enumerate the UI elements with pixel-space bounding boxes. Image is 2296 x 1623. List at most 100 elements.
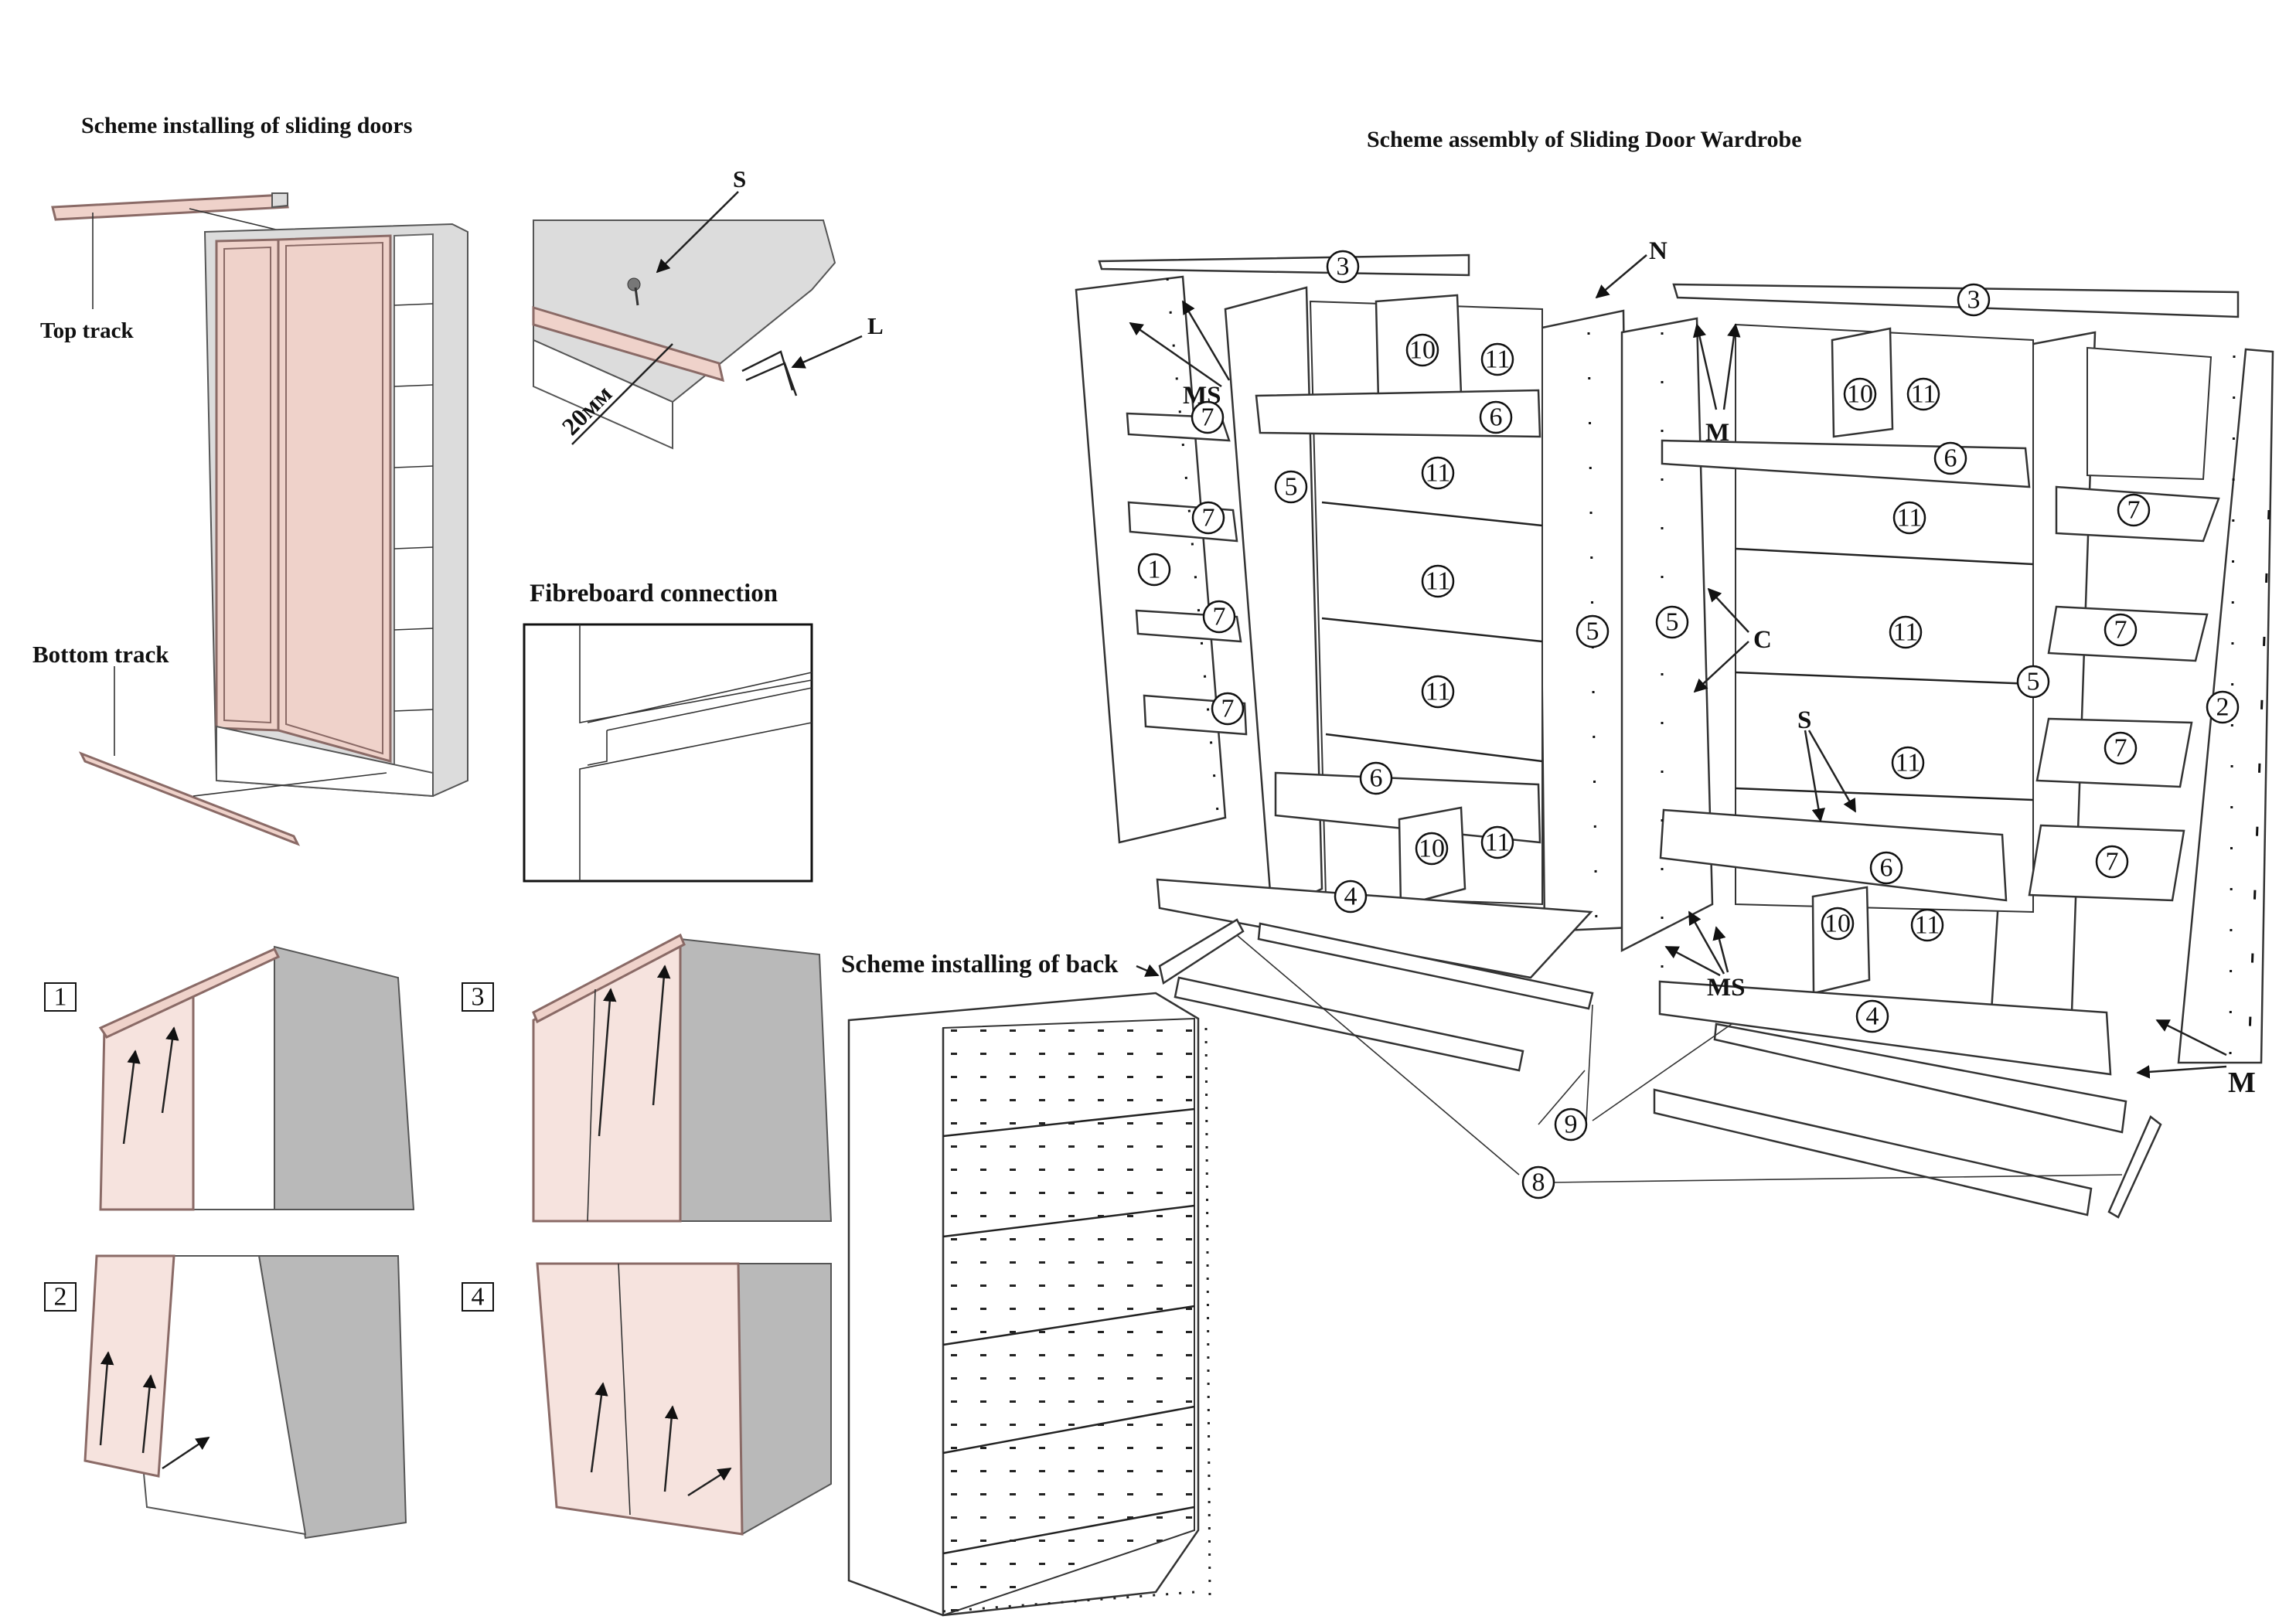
fastener-row	[1166, 277, 1219, 812]
part-6-callout: 6	[1359, 761, 1393, 795]
part-2-callout: 2	[2206, 690, 2240, 724]
part-3-callout: 3	[1957, 283, 1991, 317]
part-5-callout: 5	[1576, 614, 1610, 648]
stopper-part	[741, 350, 794, 391]
svg-text:6: 6	[1944, 444, 1957, 473]
part-11-callout: 11	[1910, 908, 1944, 942]
n-arrow	[1595, 254, 1647, 299]
part-8-callout: 8	[1521, 1165, 1555, 1199]
leader-9	[1586, 1004, 1593, 1121]
side-panel-5	[1224, 286, 1323, 914]
svg-text:1: 1	[1148, 556, 1161, 584]
step-1: 1	[44, 945, 415, 1211]
plinth-bar-9	[1257, 922, 1594, 1010]
part-5-callout: 5	[1274, 470, 1308, 504]
lift-arrow	[590, 1382, 608, 1473]
step-door	[83, 1254, 175, 1478]
assembly-scheme: N MS M C S MS M	[1075, 237, 2274, 1219]
lift-arrow	[99, 1351, 114, 1446]
s-label: S	[1797, 706, 1811, 734]
screw-arrow	[656, 191, 739, 274]
ms-arrow	[1129, 322, 1222, 388]
back-seam	[942, 1305, 1195, 1346]
part-7-callout: 7	[2117, 493, 2151, 527]
back-scheme	[847, 964, 1211, 1617]
door-left	[215, 238, 280, 732]
svg-text:11: 11	[1485, 829, 1511, 857]
step-3: 3	[462, 933, 833, 1223]
track-detail: S L 20мм	[532, 165, 884, 450]
svg-text:11: 11	[1893, 618, 1919, 647]
title-fibreboard: Fibreboard connection	[530, 580, 778, 607]
stopper-arrow	[791, 335, 863, 369]
c-arrow	[1707, 587, 1749, 633]
svg-text:6: 6	[1490, 403, 1503, 432]
bottom-track-rail	[78, 751, 301, 846]
step-door	[536, 1262, 744, 1536]
shelf-6-bottom-right	[1659, 808, 2008, 902]
svg-text:3: 3	[1967, 286, 1981, 315]
svg-text:7: 7	[2114, 616, 2127, 645]
part-11-callout: 11	[1906, 377, 1940, 411]
wardrobe-plinth	[216, 725, 434, 798]
back-seam	[1321, 501, 1543, 527]
part-callouts: 1 2 3 3 4 4 5 5 5 5 6 6 6 6 7 7 7 7 7 7 …	[1137, 250, 2240, 1199]
shelf-line	[393, 465, 434, 468]
svg-text:7: 7	[1201, 403, 1214, 432]
svg-text:10: 10	[1847, 380, 1873, 409]
svg-text:6: 6	[1880, 854, 1893, 883]
back-seam	[1735, 787, 2034, 801]
step-side-panel	[265, 945, 415, 1210]
svg-text:5: 5	[1666, 608, 1679, 637]
plinth-bar-8-right	[1653, 1088, 2093, 1216]
svg-text:10: 10	[1409, 336, 1436, 365]
part-7-callout: 7	[1191, 501, 1225, 535]
svg-text:7: 7	[2127, 496, 2141, 525]
wardrobe-open-section	[393, 233, 434, 778]
screw-label: S	[733, 165, 746, 192]
shelf-line	[393, 709, 434, 712]
step-2: 2	[44, 1254, 407, 1540]
part-7-callout: 7	[1191, 400, 1225, 434]
part-11-callout: 11	[1480, 342, 1514, 376]
shelf-line	[393, 384, 434, 387]
m-label-bottom: M	[2228, 1067, 2256, 1099]
dimension-line	[571, 343, 673, 445]
part-6-callout: 6	[1933, 441, 1967, 475]
part-11-callout: 11	[1891, 746, 1925, 780]
lift-arrow	[141, 1374, 157, 1454]
part-11-callout: 11	[1421, 564, 1455, 598]
top-track-label: Top track	[40, 318, 134, 343]
svg-text:5: 5	[1285, 473, 1298, 502]
door-join	[587, 988, 596, 1222]
bottom-panel-4-right	[1658, 980, 2112, 1076]
title-assembly: Scheme assembly of Sliding Door Wardrobe	[1367, 127, 1802, 152]
screw-shank	[634, 287, 639, 306]
stopper-label: L	[867, 312, 884, 339]
fibreboard-lower-edge	[579, 722, 812, 881]
svg-text:6: 6	[1370, 764, 1383, 793]
svg-text:11: 11	[1915, 911, 1940, 940]
top-panel	[1098, 253, 1470, 277]
shelf-line	[393, 303, 434, 306]
step-interior	[192, 953, 275, 1210]
lift-arrow	[122, 1050, 141, 1145]
s-arrow	[1807, 730, 1857, 813]
shelf-line	[393, 628, 434, 631]
m-label-top: M	[1705, 419, 1729, 447]
shelf-line	[393, 546, 434, 550]
part-9-callout: 9	[1554, 1108, 1588, 1142]
svg-text:11: 11	[1485, 345, 1511, 374]
plinth-bar-9-right	[1713, 1022, 2127, 1134]
m-arrow	[2136, 1065, 2227, 1079]
part-4-callout: 4	[1334, 880, 1368, 914]
c-label: C	[1753, 626, 1772, 654]
step-box	[462, 982, 494, 1012]
fibreboard-profile	[587, 672, 812, 723]
plinth-end-8	[2107, 1115, 2162, 1219]
bottom-track-label: Bottom track	[32, 641, 169, 668]
step-side-panel	[675, 937, 833, 1222]
svg-text:4: 4	[1344, 883, 1358, 911]
step-box	[462, 1282, 494, 1312]
bottom-panel-4	[1156, 878, 1593, 979]
